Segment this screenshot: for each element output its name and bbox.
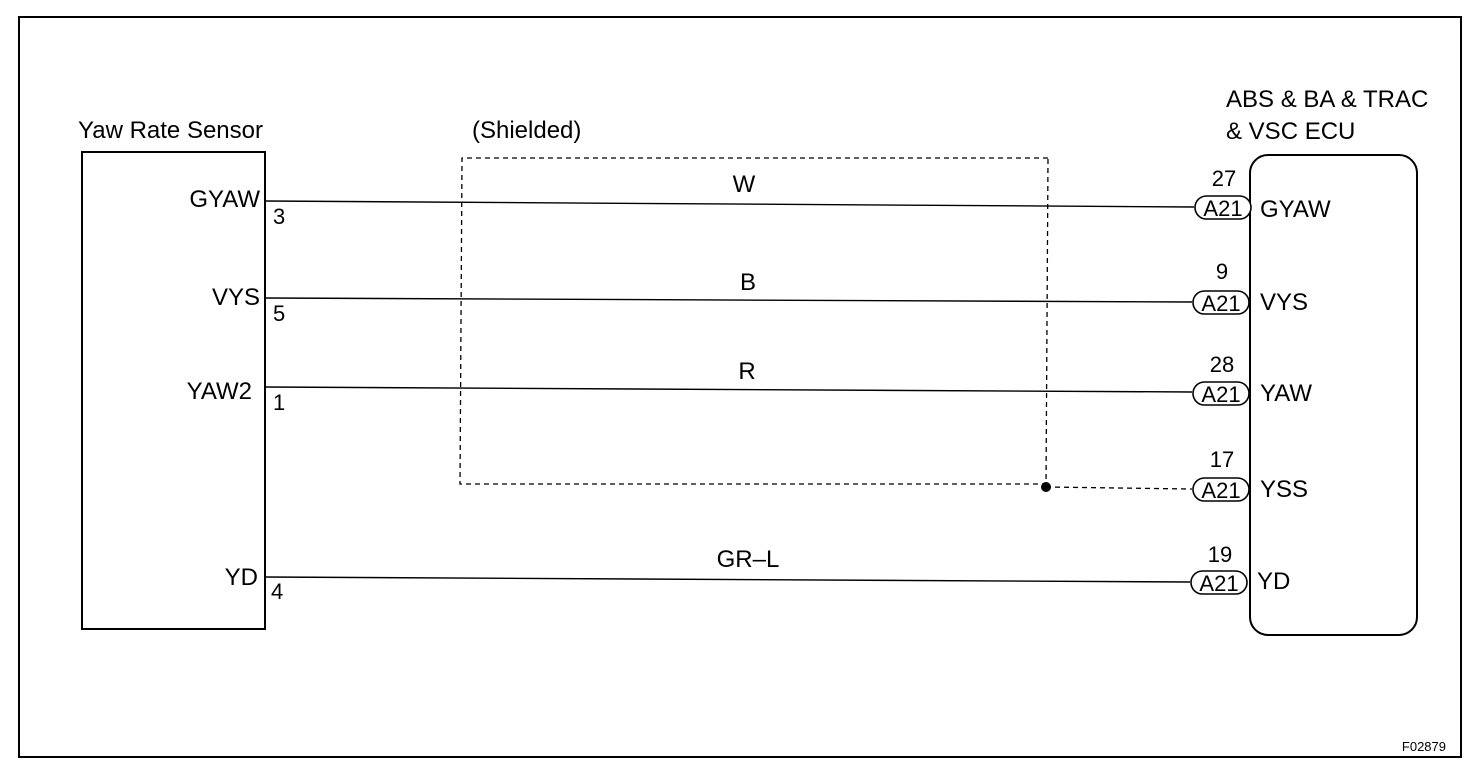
- wire-color-w: W: [733, 171, 756, 198]
- connector-a21-vys: [1192, 290, 1250, 315]
- connector-a21-gyaw: [1194, 195, 1252, 220]
- sensor-pin-yaw2: 1: [273, 390, 285, 415]
- wire-color-b: B: [740, 269, 756, 296]
- shield-label: (Shielded): [472, 117, 581, 144]
- ecu-pin-yss: 17: [1210, 447, 1234, 472]
- wire-yaw: [264, 386, 1193, 393]
- sensor-terminal-vys: VYS: [212, 284, 260, 311]
- ecu-pin-yd: 19: [1208, 542, 1232, 567]
- ecu-title-line2: & VSC ECU: [1226, 118, 1355, 145]
- sensor-box: [81, 151, 266, 630]
- connector-label-yaw: A21: [1201, 382, 1240, 407]
- sensor-pin-vys: 5: [273, 301, 285, 326]
- sensor-pin-yd: 4: [271, 579, 283, 604]
- ecu-terminal-gyaw: GYAW: [1260, 196, 1331, 223]
- ecu-pin-yaw: 28: [1210, 352, 1234, 377]
- wire-vys: [264, 297, 1193, 303]
- shield-junction-dot: [1041, 482, 1051, 492]
- ecu-title-line1: ABS & BA & TRAC: [1226, 86, 1428, 113]
- sensor-terminal-yaw2: YAW2: [187, 378, 252, 405]
- wire-yd: [264, 576, 1191, 583]
- ecu-terminal-vys: VYS: [1260, 289, 1308, 316]
- ecu-terminal-yaw: YAW: [1260, 380, 1312, 407]
- ecu-terminal-yss: YSS: [1260, 476, 1308, 503]
- sensor-title: Yaw Rate Sensor: [78, 117, 263, 144]
- shield-outline: [459, 157, 1049, 485]
- sensor-terminal-yd: YD: [225, 564, 258, 591]
- connector-a21-yaw: [1192, 381, 1250, 406]
- wire-gyaw: [264, 200, 1195, 208]
- wire-color-r: R: [738, 358, 755, 385]
- ecu-box: [1249, 154, 1418, 636]
- diagram-frame: [18, 16, 1462, 758]
- connector-label-gyaw: A21: [1203, 196, 1242, 221]
- ecu-terminal-yd: YD: [1257, 568, 1290, 595]
- connector-a21-yss: [1192, 477, 1250, 502]
- connector-label-vys: A21: [1201, 291, 1240, 316]
- connector-label-yss: A21: [1201, 478, 1240, 503]
- ecu-pin-gyaw: 27: [1212, 166, 1236, 191]
- figure-id: F02879: [1402, 739, 1446, 754]
- sensor-pin-gyaw: 3: [273, 204, 285, 229]
- shield-drain-wire: [1045, 486, 1193, 490]
- connector-label-yd: A21: [1199, 571, 1238, 596]
- connector-a21-yd: [1190, 570, 1248, 595]
- sensor-terminal-gyaw: GYAW: [189, 186, 260, 213]
- ecu-pin-vys: 9: [1216, 259, 1228, 284]
- wire-color-gr-l: GR–L: [717, 546, 780, 573]
